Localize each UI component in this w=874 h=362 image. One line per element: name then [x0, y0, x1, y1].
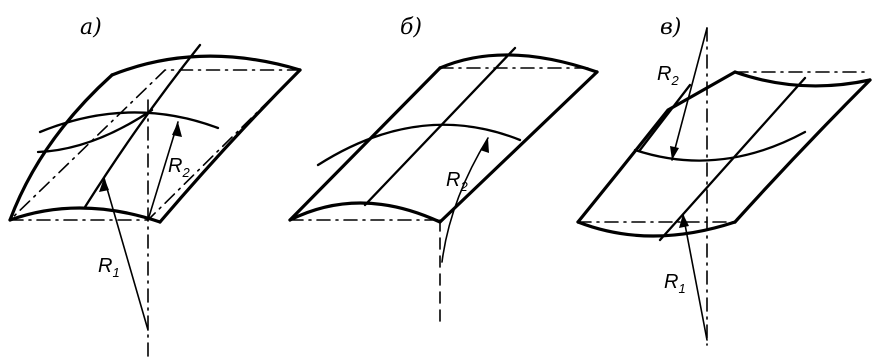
panel-c-left-edge: [576, 70, 737, 224]
panel-a-r1-line: [103, 177, 149, 331]
panel-a-right-edge: [158, 68, 302, 224]
panel-b-back-edge: [438, 53, 599, 74]
panel-c-r2-arrow: [670, 146, 679, 160]
panel-c-r2-line: [671, 27, 708, 161]
panel-a-label: а): [80, 15, 102, 40]
panel-b-r2-arrow: [480, 138, 489, 153]
panel-a-back-edge: [110, 54, 302, 77]
panel-c-mid-generator: [658, 76, 807, 242]
panel-b-mid-generator: [363, 46, 517, 207]
panel-c: в) R2 R1: [576, 15, 872, 346]
panel-b-front-edge: [288, 201, 442, 224]
panel-a-front-edge: [8, 206, 162, 224]
panel-a-mid-arc: [38, 111, 220, 134]
panel-a-r2-line: [147, 121, 179, 221]
panel-a-r2-arrow: [172, 122, 182, 137]
panel-b-r2-label: R2: [446, 169, 468, 194]
panel-a-r2-label: R2: [168, 155, 190, 180]
panel-c-right-edge: [733, 78, 872, 224]
panel-b-label: б): [400, 15, 422, 40]
panel-a-mid-generator: [83, 43, 202, 209]
panel-a-left-edge: [8, 73, 114, 222]
panel-b-mid-arc: [316, 123, 522, 167]
panel-a-r1-label: R1: [98, 255, 120, 280]
panel-a-inner-curve: [36, 108, 154, 154]
panel-c-back-edge: [733, 70, 872, 88]
panel-b-right-edge: [438, 70, 599, 224]
panel-c-r2-label: R2: [657, 63, 679, 88]
panel-b-r2-line: [441, 137, 489, 263]
panel-b: б) R2: [288, 15, 599, 323]
panel-c-label: в): [660, 15, 681, 40]
panel-c-r1-label: R1: [664, 271, 686, 296]
panel-a: а) R1 R2: [8, 15, 302, 361]
panel-c-front-edge: [576, 220, 737, 238]
panel-c-mid-arc: [633, 130, 807, 162]
panel-c-r1-line: [682, 213, 708, 341]
panel-b-left-edge: [288, 66, 442, 222]
panel-c-r1-arrow: [679, 214, 689, 228]
panel-c-inner-curve: [638, 83, 692, 152]
panel-a-r1-arrow: [99, 178, 109, 192]
